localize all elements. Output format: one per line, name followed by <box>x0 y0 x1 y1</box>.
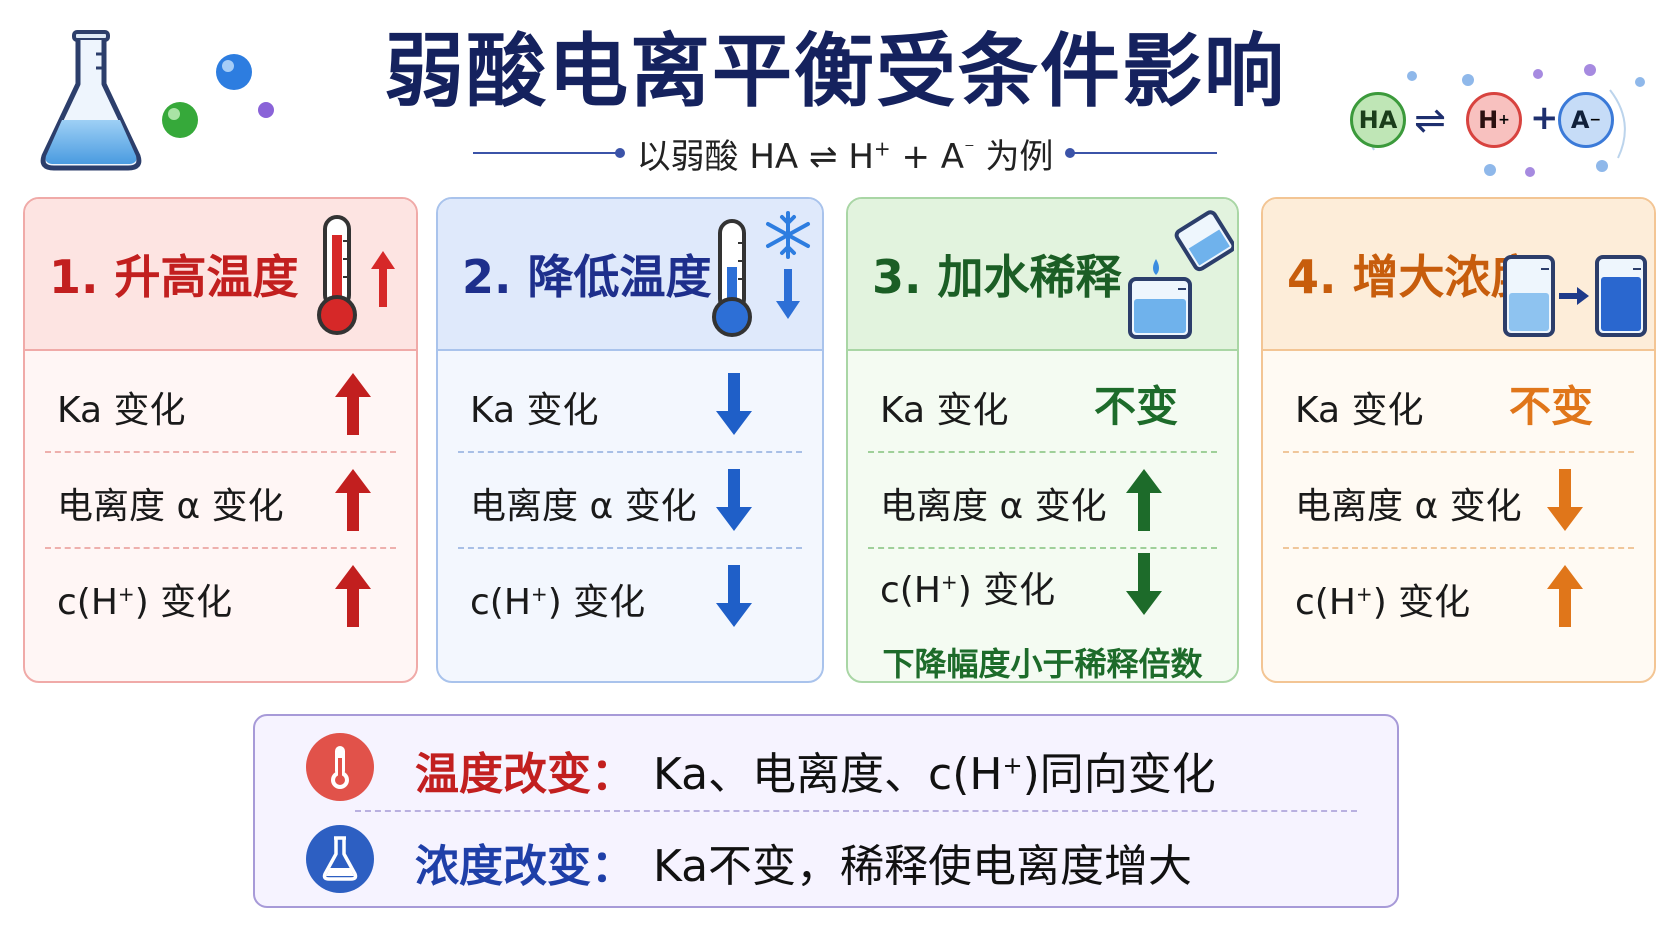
flask-icon <box>306 825 374 893</box>
arrow-down-icon <box>714 563 754 629</box>
ka-unchanged-value: 不变 <box>1094 382 1179 431</box>
thermometer-hot-icon <box>317 215 395 335</box>
a-ion: A− <box>1558 92 1614 148</box>
card-header: 3. 加水稀释 <box>848 199 1237 351</box>
row-alpha: 电离度 α 变化 <box>45 451 396 549</box>
arrow-up-icon <box>333 563 373 629</box>
row-alpha: 电离度 α 变化 <box>1283 451 1634 549</box>
equation-diagram: HA ⇌ H+ + A− <box>1340 62 1650 182</box>
subtitle-row: 以弱酸 HA ⇌ H+ + A⁻ 为例 <box>430 128 1260 178</box>
row-label-ch: c(H+) 变化 <box>1295 582 1471 623</box>
beakers-concentrate-icon <box>1503 255 1647 337</box>
card-dilute-water: 3. 加水稀释 Ka 变化 不变 电离度 α 变化 c(H+) 变化 下降幅度小… <box>846 197 1239 683</box>
arrow-up-icon <box>333 467 373 533</box>
ka-unchanged-value: 不变 <box>1509 382 1594 431</box>
row-ch: c(H+) 变化 <box>45 547 396 643</box>
card-header: 1. 升高温度 <box>25 199 416 351</box>
card-title: 2. 降低温度 <box>462 250 712 304</box>
row-ka: Ka 变化 不变 <box>868 355 1217 453</box>
row-label-ch: c(H+) 变化 <box>880 570 1056 611</box>
row-label-ka: Ka 变化 <box>57 390 186 431</box>
plus-sign: + <box>1530 98 1559 138</box>
thermometer-cold-icon <box>712 211 810 337</box>
card-increase-concentration: 4. 增大浓度 Ka 变化 不变 电离度 α 变化 c(H+) 变化 <box>1261 197 1656 683</box>
arrow-down-icon <box>1124 551 1164 617</box>
arrow-up-icon <box>1545 563 1585 629</box>
row-label-ka: Ka 变化 <box>470 390 599 431</box>
arrow-up-icon <box>1124 467 1164 533</box>
thermometer-icon <box>306 733 374 801</box>
row-label-ch: c(H+) 变化 <box>57 582 233 623</box>
row-ch: c(H+) 变化 <box>868 535 1217 631</box>
arrow-down-icon <box>1545 467 1585 533</box>
summary-label-concentration: 浓度改变： <box>415 841 635 892</box>
page-title: 弱酸电离平衡受条件影响 <box>384 25 1286 118</box>
snowflake-icon <box>766 211 810 259</box>
summary-text-concentration: Ka不变，稀释使电离度增大 <box>653 841 1193 892</box>
summary-divider <box>355 810 1357 812</box>
summary-box: 温度改变： Ka、电离度、c(H+)同向变化 浓度改变： Ka不变，稀释使电离度… <box>253 714 1399 908</box>
summary-row-temperature: 温度改变： Ka、电离度、c(H+)同向变化 <box>255 720 1397 810</box>
row-ch: c(H+) 变化 <box>1283 547 1634 643</box>
dilution-note: 下降幅度小于稀释倍数 <box>882 645 1203 683</box>
row-label-ch: c(H+) 变化 <box>470 582 646 623</box>
beaker-pour-icon <box>1128 210 1234 339</box>
row-label-alpha: 电离度 α 变化 <box>1295 486 1522 527</box>
arrow-down-icon <box>714 371 754 437</box>
row-label-alpha: 电离度 α 变化 <box>57 486 284 527</box>
h-ion: H+ <box>1466 92 1522 148</box>
row-ka: Ka 变化 不变 <box>1283 355 1634 453</box>
subtitle: 以弱酸 HA ⇌ H+ + A⁻ 为例 <box>636 136 1054 177</box>
row-label-ka: Ka 变化 <box>1295 390 1424 431</box>
arrow-down-icon <box>714 467 754 533</box>
molecule-balls-icon <box>162 54 274 138</box>
row-ka: Ka 变化 <box>45 355 396 453</box>
row-label-alpha: 电离度 α 变化 <box>470 486 697 527</box>
summary-text-temperature: Ka、电离度、c(H+)同向变化 <box>653 749 1216 800</box>
row-label-alpha: 电离度 α 变化 <box>880 486 1107 527</box>
card-lower-temperature: 2. 降低温度 Ka 变化 电离度 α 变化 c(H+) 变化 <box>436 197 824 683</box>
card-header: 4. 增大浓度 <box>1263 199 1654 351</box>
row-ch: c(H+) 变化 <box>458 547 802 643</box>
ha-molecule: HA <box>1350 92 1406 148</box>
subtitle-line-left <box>472 148 625 158</box>
card-title: 4. 增大浓度 <box>1287 250 1537 304</box>
row-ka: Ka 变化 <box>458 355 802 453</box>
card-header: 2. 降低温度 <box>438 199 822 351</box>
card-raise-temperature: 1. 升高温度 Ka 变化 电离度 α 变化 c(H+) 变化 <box>23 197 418 683</box>
summary-label-temperature: 温度改变： <box>415 749 635 800</box>
row-label-ka: Ka 变化 <box>880 390 1009 431</box>
card-title: 3. 加水稀释 <box>872 250 1122 304</box>
card-title: 1. 升高温度 <box>49 250 299 304</box>
row-alpha: 电离度 α 变化 <box>868 451 1217 549</box>
row-alpha: 电离度 α 变化 <box>458 451 802 549</box>
summary-row-concentration: 浓度改变： Ka不变，稀释使电离度增大 <box>255 812 1397 902</box>
equilibrium-arrow: ⇌ <box>1414 98 1446 142</box>
ha-label: HA <box>1358 106 1398 134</box>
subtitle-line-right <box>1065 148 1218 158</box>
flask-icon <box>40 30 142 171</box>
arrow-up-icon <box>333 371 373 437</box>
